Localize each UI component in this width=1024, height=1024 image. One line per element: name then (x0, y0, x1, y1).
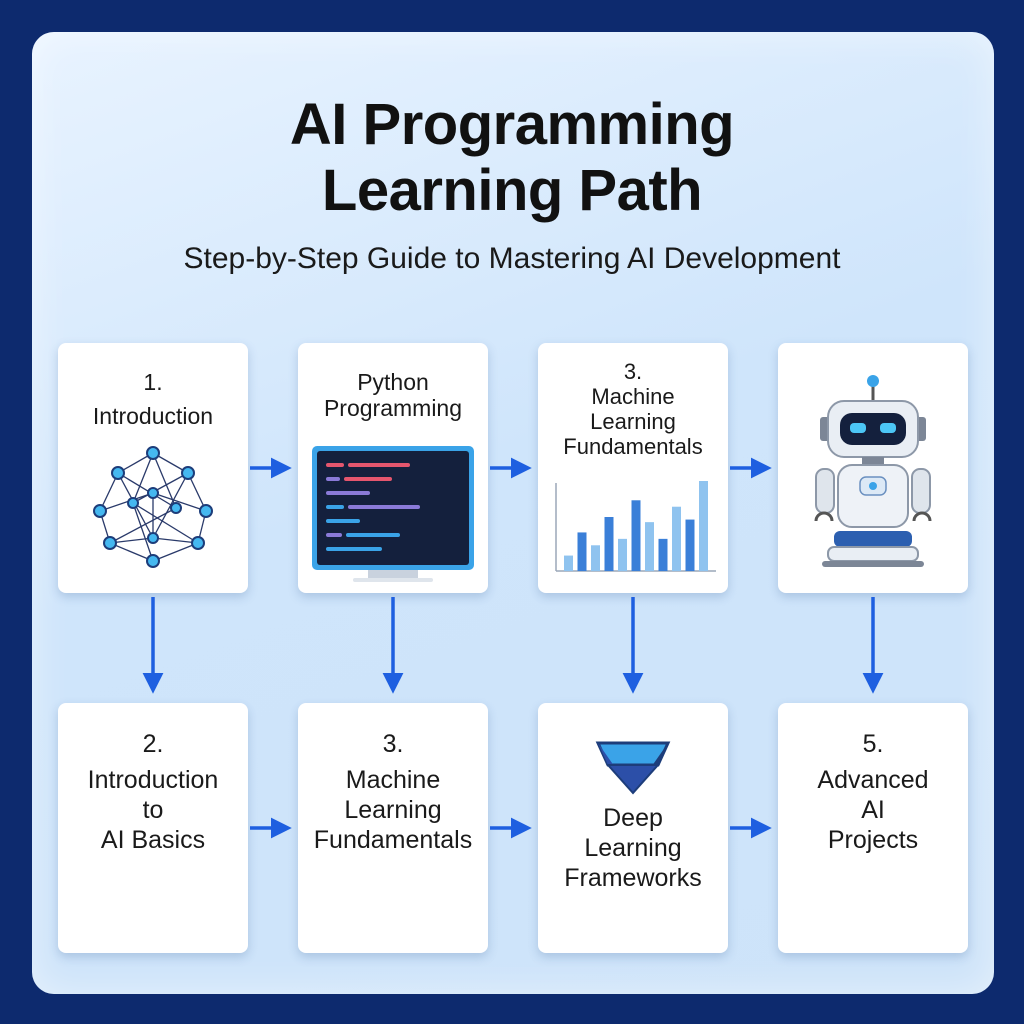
step-card-ai-basics: 2. Introduction to AI Basics (58, 703, 248, 953)
step-title-line: Projects (827, 826, 919, 854)
step-title-line: Introduction (87, 766, 219, 794)
chart-bar (699, 481, 708, 571)
bar-chart-icon (555, 481, 716, 572)
step-card-robot (778, 343, 968, 593)
step-card-ml-fundamentals-top: 3. Machine Learning Fundamentals (538, 343, 728, 593)
neural-network-icon (93, 446, 213, 568)
step-title-line: Programming (323, 395, 463, 421)
step-title-line: Frameworks (564, 864, 702, 892)
step-number: 3. (623, 359, 643, 384)
step-title-line: Machine (591, 384, 675, 409)
step-card-ml-fundamentals-bottom: 3. Machine Learning Fundamentals (298, 703, 488, 953)
step-title-line: AI Basics (100, 826, 206, 854)
chart-bar (645, 522, 654, 571)
step-number: 3. (382, 730, 404, 758)
step-card-label: 1. Introduction (58, 369, 248, 429)
step-title-line: Learning (344, 796, 442, 824)
page-title: AI Programming Learning Path (0, 92, 1024, 224)
step-card-label: Deep Learning Frameworks (538, 803, 728, 893)
step-card-label: 2. Introduction to AI Basics (58, 729, 248, 855)
chart-bar (604, 517, 614, 571)
title-line-1: AI Programming (289, 92, 735, 157)
step-title: Introduction (92, 403, 214, 429)
step-title-line: Machine (345, 766, 441, 794)
step-title-line: Advanced (817, 766, 929, 794)
step-card-python-programming: Python Programming (298, 343, 488, 593)
step-title-line: Deep (603, 804, 663, 832)
chart-bar (591, 545, 600, 571)
step-title-line: Fundamentals (563, 434, 703, 459)
page-subtitle: Step-by-Step Guide to Mastering AI Devel… (183, 242, 841, 275)
step-card-advanced-projects: 5. Advanced AI Projects (778, 703, 968, 953)
step-title-line: to (142, 796, 164, 824)
step-card-introduction: 1. Introduction (58, 343, 248, 593)
step-title-line: Fundamentals (313, 826, 473, 854)
step-card-label: 3. Machine Learning Fundamentals (298, 729, 488, 855)
step-card-label: 5. Advanced AI Projects (778, 729, 968, 855)
step-title-line: AI (861, 796, 885, 824)
title-line-2: Learning Path (321, 158, 703, 223)
code-monitor-icon (312, 446, 474, 582)
chart-bar (564, 555, 573, 571)
deep-learning-framework-icon (595, 741, 671, 795)
chart-bar (672, 506, 681, 571)
step-card-label: 3. Machine Learning Fundamentals (538, 359, 728, 459)
step-card-label: Python Programming (298, 369, 488, 421)
step-title-line: Learning (590, 409, 676, 434)
chart-bar (685, 519, 695, 571)
step-title-line: Python (357, 369, 429, 395)
step-number: 1. (143, 369, 163, 395)
chart-bar (577, 532, 587, 571)
step-number: 5. (862, 730, 884, 758)
chart-bar (631, 500, 641, 571)
step-title-line: Learning (584, 834, 682, 862)
step-number: 2. (142, 730, 164, 758)
step-card-deep-learning: Deep Learning Frameworks (538, 703, 728, 953)
chart-bar (618, 538, 627, 571)
robot-icon (814, 375, 932, 567)
chart-bar (658, 538, 668, 571)
